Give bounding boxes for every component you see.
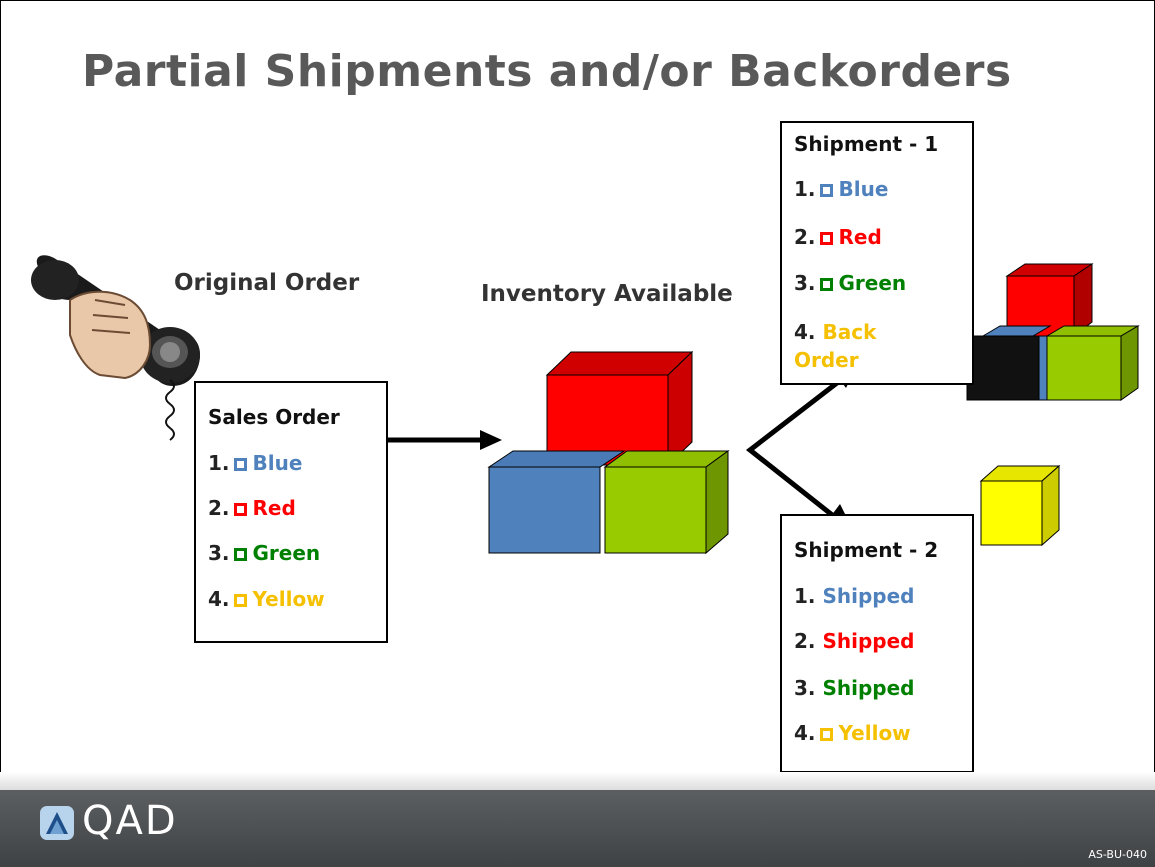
shipment1-cubes xyxy=(966,263,1140,401)
telephone-hand-icon xyxy=(31,255,200,441)
slide-code: AS-BU-040 xyxy=(1088,848,1147,861)
checkbox-icon xyxy=(819,278,833,291)
arrow-to-inventory xyxy=(388,430,502,450)
slide-title: Partial Shipments and/or Backorders xyxy=(82,46,1012,97)
shipment2-box: Shipment - 2 1. Shipped 2. Shipped 3. Sh… xyxy=(780,514,974,773)
sales-order-header: Sales Order xyxy=(208,405,340,429)
checkbox-icon xyxy=(819,184,833,197)
shipment1-header: Shipment - 1 xyxy=(794,132,939,156)
original-order-label: Original Order xyxy=(174,270,360,296)
checkbox-icon xyxy=(233,458,247,471)
sales-order-box: Sales Order 1.Blue 2.Red 3.Green 4.Yello… xyxy=(194,381,388,643)
shipment1-item: 2.Red xyxy=(794,225,882,249)
shipment2-item: 2. Shipped xyxy=(794,629,915,653)
checkbox-icon xyxy=(233,548,247,561)
checkbox-icon xyxy=(233,594,247,607)
inventory-available-label: Inventory Available xyxy=(481,281,733,307)
sales-order-item: 4.Yellow xyxy=(208,587,325,611)
yellow-cube xyxy=(979,464,1061,547)
checkbox-icon xyxy=(819,728,833,741)
shipment2-item: 3. Shipped xyxy=(794,676,915,700)
shipment1-item: 3.Green xyxy=(794,271,907,295)
sales-order-item: 3.Green xyxy=(208,541,321,565)
checkbox-icon xyxy=(233,503,247,516)
shipment1-item: 4. Back Order xyxy=(794,320,877,372)
qad-logo-icon xyxy=(40,806,74,840)
checkbox-icon xyxy=(819,232,833,245)
footer-fade xyxy=(0,772,1155,790)
sales-order-item: 1.Blue xyxy=(208,451,303,475)
shipment1-item: 1.Blue xyxy=(794,177,889,201)
qad-logo-text: QAD xyxy=(82,798,178,844)
footer-bar: QAD AS-BU-040 xyxy=(0,790,1155,867)
sales-order-item: 2.Red xyxy=(208,496,296,520)
shipment2-header: Shipment - 2 xyxy=(794,538,939,562)
split-arrows xyxy=(745,368,856,524)
inventory-cubes xyxy=(487,350,730,555)
shipment2-item: 4.Yellow xyxy=(794,721,911,745)
shipment2-item: 1. Shipped xyxy=(794,584,915,608)
shipment1-box: Shipment - 1 1.Blue 2.Red 3.Green 4. Bac… xyxy=(780,121,974,385)
